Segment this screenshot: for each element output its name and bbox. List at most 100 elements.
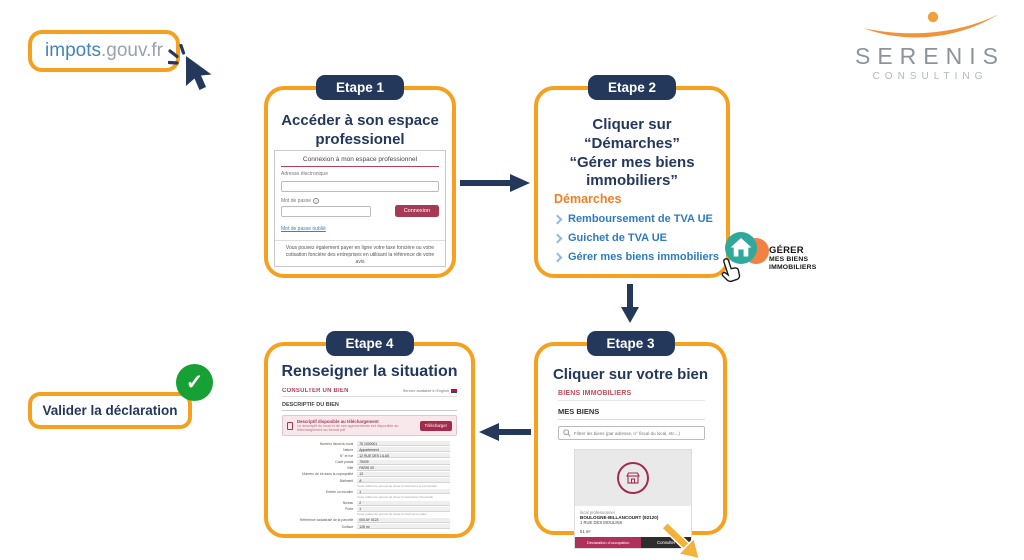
search-icon <box>563 429 571 437</box>
chevron-right-icon <box>552 252 563 262</box>
biens-screenshot: BIENS IMMOBILIERS MES BIENS <box>558 390 705 560</box>
step3-tab: Etape 3 <box>586 331 675 356</box>
document-icon <box>287 421 293 430</box>
step2-title: Cliquer sur “Démarches” “Gérer mes biens… <box>569 116 695 190</box>
biens-section-title: BIENS IMMOBILIERS <box>558 390 705 401</box>
pay-note: Vous pouvez également payer en ligne vot… <box>285 245 435 265</box>
email-label: Adresse électronique <box>281 171 328 177</box>
demarches-link[interactable]: Gérer mes biens immobiliers <box>552 251 719 263</box>
field-label: Porte <box>345 507 354 512</box>
step1-card: Etape 1 Accéder à son espace professione… <box>264 75 456 278</box>
field-row: Ville PARIS 09 <box>282 465 457 471</box>
field-value: A <box>357 478 450 484</box>
password-label: Mot de passe <box>281 198 312 204</box>
field-row: Entrée ou escalier 1 <box>282 489 457 495</box>
field-label: Nature <box>343 447 354 452</box>
serenis-subtitle: CONSULTING <box>872 71 988 82</box>
gbi-logo-icon <box>721 232 769 283</box>
field-value: 13 <box>357 471 450 477</box>
forgot-password-link[interactable]: Mot de passe oublié <box>281 226 326 232</box>
field-value: 000 AY 0123 <box>357 517 450 523</box>
field-row: Référence cadastrale de la parcelle 000 … <box>282 517 457 523</box>
field-value: 12 RUE DES LILAS <box>357 453 450 459</box>
serenis-swoosh-icon <box>863 11 999 38</box>
step2-card: Etape 2 Cliquer sur “Démarches” “Gérer m… <box>534 75 730 278</box>
chevron-right-icon <box>552 214 563 224</box>
filter-search-box[interactable] <box>558 426 705 440</box>
field-row: Code postal 75009 <box>282 459 457 465</box>
arrow-step2-to-step3 <box>621 284 639 323</box>
gerer-mes-biens-badge[interactable]: GÉRER MES BIENS IMMOBILIERS <box>712 226 824 298</box>
password-field[interactable] <box>281 205 372 217</box>
field-value: 75 1000001 <box>357 441 450 446</box>
descriptif-screenshot: CONSULTER UN BIEN Service available in E… <box>282 388 457 529</box>
help-question-icon[interactable]: ? <box>313 198 320 204</box>
descriptif-section-title: DESCRIPTIF DU BIEN <box>282 402 457 411</box>
field-value: 126 m² <box>357 524 450 529</box>
gbi-line2: MES BIENS <box>769 256 809 264</box>
field-value: 1 <box>357 489 450 495</box>
field-row: Bâtiment A <box>282 478 457 484</box>
connexion-button[interactable]: Connexion <box>394 205 439 217</box>
field-help: Cette référence permet de situer le loca… <box>357 483 437 488</box>
chevron-right-icon <box>552 233 563 243</box>
mes-biens-title: MES BIENS <box>558 407 705 420</box>
field-row: Niveau 2 <box>282 500 457 506</box>
field-label: Niveau <box>342 501 354 505</box>
login-screenshot: Connexion à mon espace professionnel Adr… <box>274 150 446 267</box>
building-icon <box>626 472 640 484</box>
divider <box>275 240 445 241</box>
step4-tab: Etape 4 <box>325 331 414 356</box>
field-label: Numéro de lot dans la copropriété <box>302 472 354 477</box>
impots-logo-text: impots <box>45 40 101 61</box>
login-header: Connexion à mon espace professionnel <box>281 156 439 167</box>
hand-pointer-icon <box>721 258 741 283</box>
descriptif-fields: Numéro fiscal du local 75 1000001 Nature… <box>282 441 457 529</box>
field-value: PARIS 09 <box>357 465 450 471</box>
field-label: Entrée ou escalier <box>325 489 354 494</box>
field-value: 2 <box>357 500 450 506</box>
field-row: Nature Appartement <box>282 447 457 453</box>
step3-title: Cliquer sur votre bien <box>552 366 709 383</box>
step2-tab: Etape 2 <box>587 75 677 100</box>
consulter-un-bien-title: CONSULTER UN BIEN <box>282 388 349 394</box>
email-field[interactable] <box>281 181 439 192</box>
demarches-links: Remboursement de TVA UE Guichet de TVA U… <box>552 213 719 270</box>
check-icon: ✓ <box>176 364 213 401</box>
alert-title: Descriptif disponible au téléchargement <box>297 419 379 424</box>
valider-declaration-label: Valider la déclaration <box>28 392 192 429</box>
filter-search-input[interactable] <box>574 430 700 436</box>
download-alert: Descriptif disponible au téléchargement … <box>282 415 457 436</box>
highlight-arrow-icon <box>660 521 701 560</box>
field-row: Numéro de lot dans la copropriété 13 <box>282 471 457 477</box>
demarches-link[interactable]: Remboursement de TVA UE <box>552 213 719 225</box>
gbi-line3: IMMOBILIERS <box>769 263 817 271</box>
field-label: Numéro fiscal du local <box>319 441 354 446</box>
serenis-name: SERENIS <box>855 43 1005 69</box>
property-surface: 51 m² <box>580 529 591 534</box>
step1-tab: Etape 1 <box>315 75 405 100</box>
cursor-click-icon <box>167 43 226 103</box>
field-value: Appartement <box>357 447 450 453</box>
arrow-step3-to-step4 <box>479 423 531 441</box>
property-type: local professionnel <box>580 510 615 515</box>
field-value: 75009 <box>357 459 450 465</box>
telecharger-button[interactable]: Télécharger <box>419 420 452 431</box>
property-street: 1 RUE DES MOULINS <box>580 520 623 525</box>
impots-logo-suffix: .gouv.fr <box>101 40 163 61</box>
uk-flag-icon <box>451 389 457 393</box>
step1-title: Accéder à son espace professionel <box>281 112 439 148</box>
field-row: Numéro fiscal du local 75 1000001 <box>282 441 457 446</box>
serenis-logo: SERENIS CONSULTING <box>852 8 1008 82</box>
field-help: Cette référence permet de situer le loca… <box>357 495 434 499</box>
impots-gouv-link[interactable]: impots .gouv.fr <box>28 30 180 72</box>
consulter-button[interactable]: Consulter <box>641 537 691 548</box>
declaration-occupation-button[interactable]: Déclaration d'occupation <box>575 537 642 548</box>
field-row: Porte 1 <box>282 506 457 512</box>
step4-card: Etape 4 Renseigner la situation CONSULTE… <box>264 331 475 538</box>
demarches-link[interactable]: Guichet de TVA UE <box>552 232 719 244</box>
field-row: Surface 126 m² <box>282 524 457 529</box>
field-value: 1 <box>357 506 450 512</box>
property-thumbnail <box>575 450 691 506</box>
alert-subtitle: Le descriptif du local et de ses agencem… <box>297 424 399 432</box>
